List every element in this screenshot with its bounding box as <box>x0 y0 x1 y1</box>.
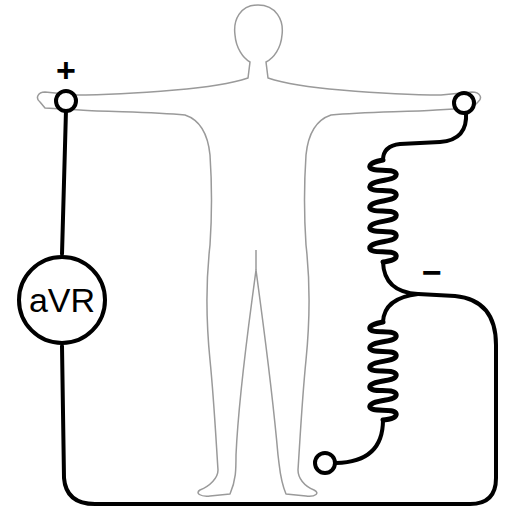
wire <box>383 112 466 160</box>
human-figure <box>38 5 481 496</box>
polarity-sign: − <box>422 255 442 289</box>
wire <box>336 420 383 463</box>
wires <box>62 110 496 504</box>
wire <box>383 262 418 322</box>
meter-label: aVR <box>29 283 95 317</box>
electrode <box>315 453 335 473</box>
resistor-symbol <box>370 160 396 262</box>
wire <box>62 110 66 254</box>
electrodes <box>56 91 474 473</box>
meter-circle: aVR <box>17 255 107 345</box>
resistor-symbols <box>370 160 396 420</box>
polarity-sign: + <box>56 53 76 87</box>
electrode <box>454 93 474 113</box>
resistor-symbol <box>370 322 396 420</box>
wire <box>62 294 496 504</box>
circle-outline <box>19 257 105 343</box>
electrode <box>56 91 76 111</box>
